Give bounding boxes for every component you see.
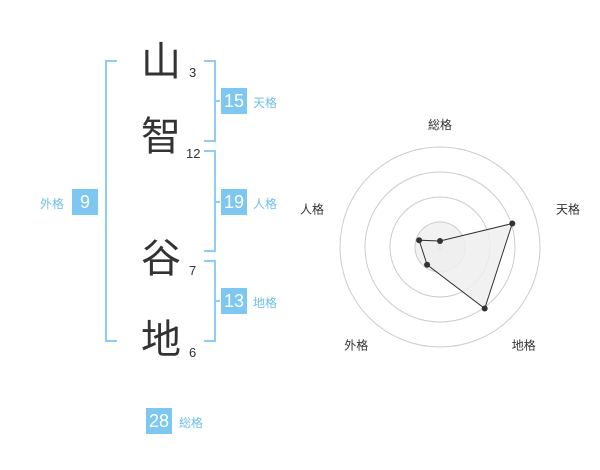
stroke-count-4: 6	[189, 345, 197, 360]
radar-point-3	[481, 305, 488, 312]
radar-ring-3	[364, 171, 516, 323]
radar-ring-4	[339, 146, 541, 348]
radar-axis-label-2: 天格	[556, 201, 580, 216]
jinkaku-tick	[214, 201, 220, 203]
stroke-count-2: 12	[186, 146, 201, 161]
soukaku-label: 総格	[179, 416, 204, 430]
chikaku-label: 地格	[253, 296, 278, 310]
tenkaku-badge: 15	[221, 88, 247, 114]
chikaku-tick	[214, 300, 220, 302]
tenkaku-tick	[214, 100, 220, 102]
radar-area	[418, 222, 514, 310]
jinkaku-badge: 19	[221, 189, 247, 215]
radar-point-5	[416, 237, 423, 244]
gaikaku-bracket	[105, 60, 117, 342]
chikaku-badge: 13	[221, 288, 247, 314]
radar-axis-label-3: 地格	[512, 338, 536, 353]
radar-axis-label-4: 外格	[344, 338, 368, 353]
radar-axis-label-5: 人格	[300, 201, 324, 216]
stroke-count-1: 3	[189, 65, 197, 80]
name-char-2: 智	[141, 114, 181, 160]
radar-point-4	[424, 261, 431, 268]
soukaku-badge: 28	[146, 408, 172, 434]
radar-point-1	[437, 238, 443, 244]
name-char-1: 山	[141, 39, 181, 85]
radar-point-2	[509, 220, 516, 227]
name-char-4: 地	[141, 317, 181, 363]
gaikaku-label: 外格	[40, 197, 65, 211]
stroke-count-3: 7	[189, 263, 197, 278]
gaikaku-badge: 9	[72, 189, 98, 215]
radar-series	[416, 220, 516, 312]
radar-axis-label-1: 総格	[428, 117, 452, 132]
jinkaku-label: 人格	[253, 197, 278, 211]
name-char-3: 谷	[141, 236, 181, 282]
tenkaku-label: 天格	[253, 96, 278, 110]
